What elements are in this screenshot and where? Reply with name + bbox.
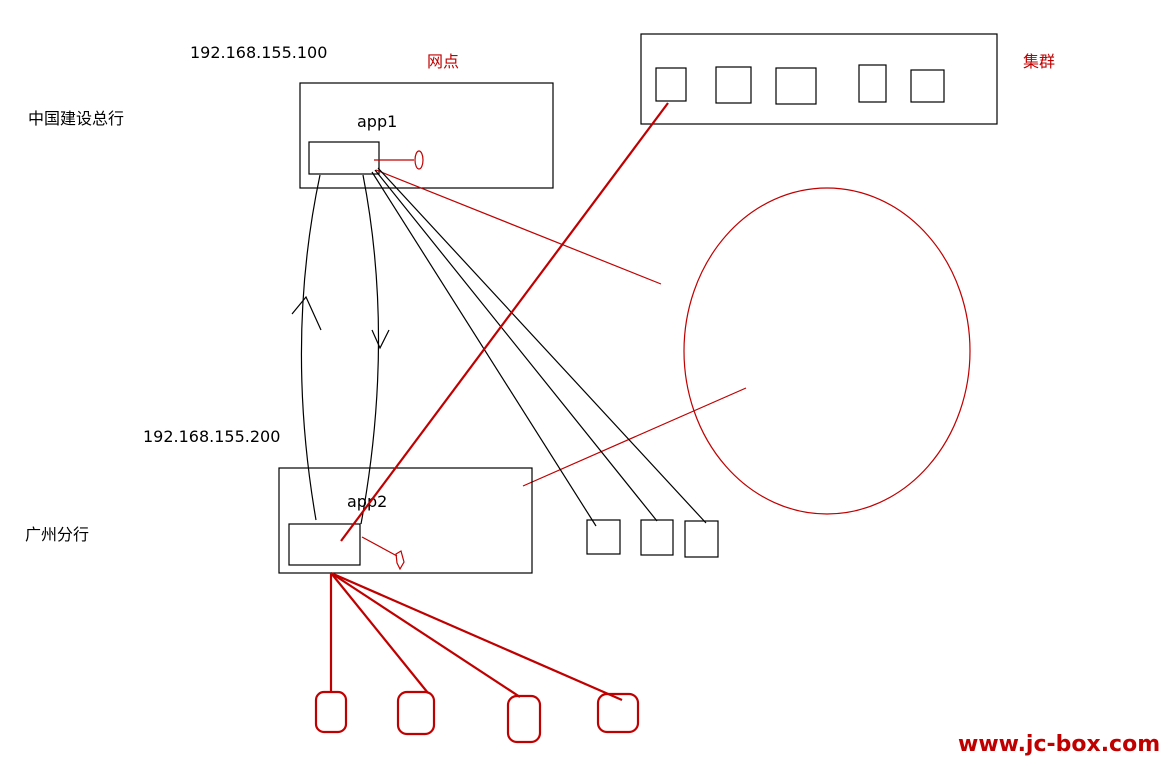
app2-label: app2 xyxy=(347,492,387,511)
outlet-label: 网点 xyxy=(427,52,459,71)
app1-node xyxy=(414,150,424,170)
link-line xyxy=(377,167,707,524)
sync-curve-up xyxy=(300,174,321,521)
circle-to-branch-line xyxy=(522,387,747,487)
app1-box xyxy=(308,141,380,175)
outlet-node xyxy=(314,690,348,734)
terminal-box xyxy=(586,519,621,555)
outlet-node xyxy=(396,690,436,736)
outlet-node xyxy=(596,692,640,734)
hq-box xyxy=(299,82,554,189)
cluster-node xyxy=(715,66,752,104)
branch-to-cluster-line xyxy=(340,102,669,542)
hq-to-circle-line xyxy=(375,169,662,285)
arrow-up-icon xyxy=(291,295,322,331)
outlet-node xyxy=(506,694,542,744)
cluster-node xyxy=(858,64,887,103)
app2-box xyxy=(288,523,361,566)
branch-name-label: 广州分行 xyxy=(25,525,89,544)
ip-hq-label: 192.168.155.100 xyxy=(190,43,327,62)
outlet-line xyxy=(330,572,429,694)
cluster-box xyxy=(640,33,998,125)
branch-box xyxy=(278,467,533,574)
app1-label: app1 xyxy=(357,112,397,131)
circle-region xyxy=(683,187,971,515)
sync-curve-down xyxy=(360,174,380,525)
terminal-box xyxy=(640,519,674,556)
arrow-down-icon xyxy=(371,329,390,350)
watermark: www.jc-box.com xyxy=(958,732,1160,757)
app2-connector xyxy=(361,536,398,557)
outlet-line xyxy=(330,572,521,698)
cluster-node xyxy=(775,67,817,105)
link-line xyxy=(374,169,658,522)
cluster-node xyxy=(910,69,945,103)
ip-branch-label: 192.168.155.200 xyxy=(143,427,280,446)
outlet-line xyxy=(330,571,623,702)
cluster-node xyxy=(655,67,687,102)
cluster-label: 集群 xyxy=(1023,52,1055,71)
app2-node xyxy=(395,550,405,571)
terminal-box xyxy=(684,520,719,558)
hq-name-label: 中国建设总行 xyxy=(28,109,124,128)
